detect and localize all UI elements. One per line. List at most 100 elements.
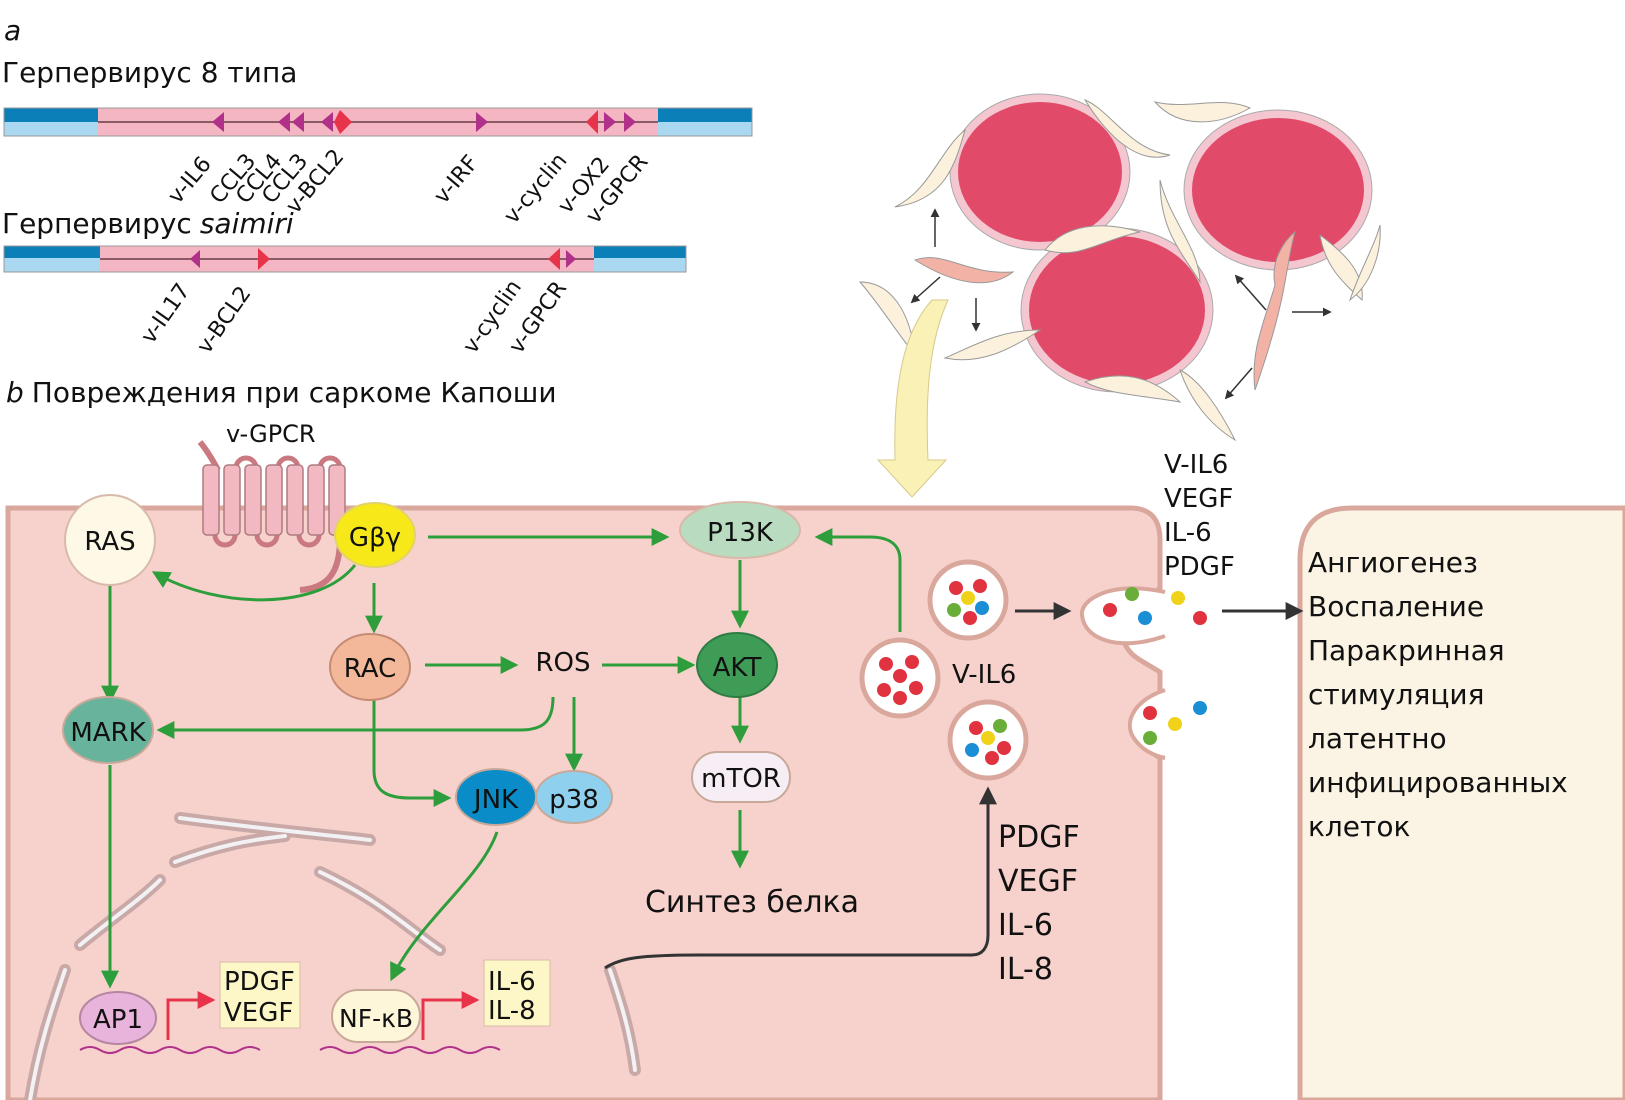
panel-b-label: b [6,376,24,409]
growth-factor-granule [963,611,977,625]
gene-marker-v-il17 [190,250,200,268]
dna-strand [319,1046,501,1054]
node-pi3k-label: P13K [707,518,774,548]
outcome-item: Ангиогенез [1308,546,1478,579]
gene-marker-v-ox2 [604,112,616,132]
node-jnk-p38: JNK p38 [455,768,613,826]
node-ras-label: RAS [84,527,135,557]
node-nfkb-label: NF-κB [339,1004,413,1033]
secreted-granule [1143,706,1157,720]
hhv8-gene-label: v-IRF [429,151,483,209]
secretory-vesicle [927,559,1009,641]
arrow-nucleus-to-vesicle [604,786,997,970]
growth-factor-granule [969,721,983,735]
gene-marker-ccl3 [278,112,290,132]
gene-marker-v-il6 [212,112,224,132]
spindle-cell [1319,233,1363,302]
hhv8-title: Герпервирус 8 типа [2,56,297,89]
outcome-item: клеток [1308,810,1410,843]
gene-marker-ccl3-2 [321,112,333,132]
secretion-input-item: PDGF [998,820,1080,855]
outcome-item: инфицированных [1308,766,1568,799]
tissue-illustration [858,93,1381,498]
spindle-cell [1349,224,1381,302]
node-ap1: AP1 [79,991,157,1045]
node-ras: RAS [64,494,156,586]
spindle-cell [943,329,1042,361]
node-akt-label: AKT [713,653,762,683]
node-jnk-label: JNK [472,785,519,815]
spindle-cell [1083,375,1182,403]
growth-factor-granule [947,603,961,617]
migration-arrow [1234,274,1267,311]
node-nfkb: NF-κB [331,989,421,1043]
migration-arrow [1224,367,1253,400]
hvs-title-italic: saimiri [200,207,294,240]
secreted-granule [1193,611,1207,625]
node-p38-label: p38 [549,785,599,815]
node-ap1-label: AP1 [93,1005,143,1035]
gene-box-item: IL-8 [488,996,536,1026]
blood-vessel [1020,227,1214,393]
secretion-input-item: VEGF [998,864,1078,899]
hhv8-gene-label: v-cyclin [499,149,572,229]
node-akt: AKT [696,632,778,698]
secreted-granule [1193,701,1207,715]
blood-vessel [1183,109,1373,271]
hhv8-genome-bar [3,107,753,137]
spindle-cell [1044,225,1141,254]
hvs-title-prefix: Герпервирус [2,207,192,240]
v-gpcr-receptor: v-GPCR [197,420,346,593]
hvs-genome-bar [3,245,687,273]
secretion-input-list: PDGF VEGF IL-6 IL-8 [998,820,1080,987]
growth-factor-granule [975,601,989,615]
node-rac: RAC [329,633,411,701]
infected-spindle-cell [1253,230,1296,391]
gene-marker-v-bcl2 [258,248,270,270]
secreted-factor-item: V-IL6 [1164,450,1228,480]
growth-factor-granule [961,591,975,605]
outcome-item: Воспаление [1308,590,1484,623]
outcome-item: Паракринная [1308,634,1505,667]
node-mtor: mTOR [691,751,791,803]
spindle-cell [858,281,916,357]
growth-factor-granule [909,681,923,695]
protein-synthesis-label: Синтез белка [645,885,859,920]
nucleus-envelope-inner [28,816,637,1100]
migration-arrow [910,276,941,304]
arrow-ros-to-mark [156,696,555,739]
transcription-arrow-nfkb [421,991,480,1040]
hhv8-gene-label: v-IL6 [163,152,216,209]
node-ros-label: ROS [535,648,590,678]
arrow-jnk-to-nfkb [390,831,499,982]
node-gbg-label: Gβγ [349,523,401,553]
secretion-input-item: IL-8 [998,952,1053,987]
outcomes-list: Ангиогенез Воспаление Паракринная стимул… [1308,546,1568,843]
growth-factor-granule [905,655,919,669]
secretion-input-item: IL-6 [998,908,1053,943]
growth-factor-granule [981,731,995,745]
spindle-cell [894,128,966,208]
growth-factor-granule [893,691,907,705]
node-gbg: Gβγ [334,502,416,568]
gene-box-item: PDGF [224,967,295,997]
growth-factor-granule [973,579,987,593]
infected-spindle-cell [913,257,1015,284]
outcome-item: латентно [1308,722,1447,755]
gene-marker-v-gpcr [566,250,576,268]
growth-factor-granule [893,669,907,683]
spindle-cell [1083,98,1171,158]
outcome-item: стимуляция [1308,678,1484,711]
growth-factor-granule [879,657,893,671]
target-cell [1297,505,1625,1100]
hvs-gene-label: v-BCL2 [192,282,256,359]
secretory-vesicle [947,699,1029,781]
secreted-granule [1171,591,1185,605]
growth-factor-granule [985,751,999,765]
gene-marker-v-cyclin [548,248,560,270]
growth-factor-granule [997,741,1011,755]
arrow-rac-to-jnk [372,700,452,807]
hvs-gene-label: v-IL17 [136,279,195,348]
